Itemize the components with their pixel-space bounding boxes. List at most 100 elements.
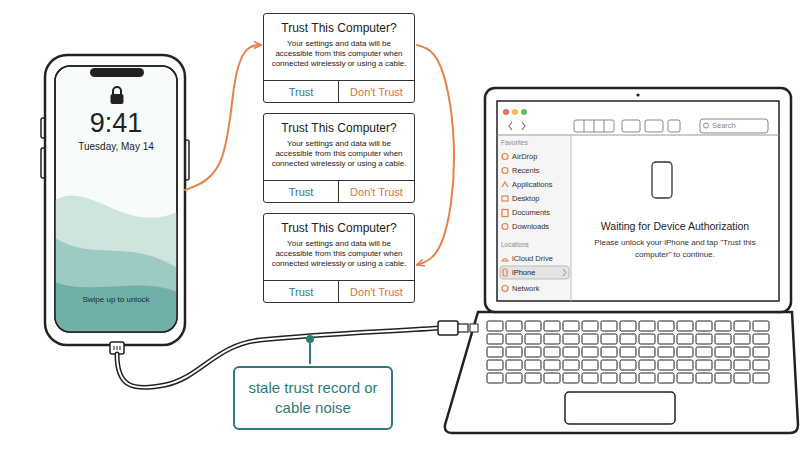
trust-button: Trust: [264, 180, 339, 202]
keyboard-key: [601, 360, 617, 370]
dialog-body: Your settings and data will be accessibl…: [270, 39, 408, 69]
sidebar-item: Downloads: [512, 222, 549, 231]
keyboard-key: [582, 334, 598, 344]
sidebar-item-selected: iPhone: [512, 268, 535, 277]
sidebar-item: AirDrop: [512, 152, 537, 161]
keyboard-key: [715, 334, 731, 344]
keyboard-key: [525, 347, 541, 357]
leader-line: [306, 335, 314, 364]
status-heading: Waiting for Device Authorization: [572, 220, 778, 232]
keyboard-key: [563, 347, 579, 357]
keyboard-key: [544, 360, 560, 370]
finder-main-pane: Waiting for Device AuthorizationPlease u…: [572, 136, 778, 300]
keyboard-key: [544, 334, 560, 344]
sidebar-item: Network: [512, 284, 540, 293]
keyboard-key: [487, 347, 503, 357]
keyboard-key: [506, 334, 522, 344]
keyboard-key: [639, 373, 655, 383]
date-text: Tuesday, May 14: [55, 141, 177, 152]
keyboard-key: [487, 360, 503, 370]
trust-dialog: Trust This Computer? Your settings and da…: [263, 213, 415, 303]
keyboard-key: [582, 360, 598, 370]
trust-dialog: Trust This Computer? Your settings and da…: [263, 13, 415, 103]
keyboard-key: [677, 360, 693, 370]
dialog-title: Trust This Computer?: [270, 221, 408, 236]
keyboard-key: [753, 373, 769, 383]
keyboard-key: [639, 347, 655, 357]
button-label: Don't Trust: [350, 186, 403, 198]
keyboard-key: [753, 360, 769, 370]
keyboard-key: [639, 321, 655, 331]
keyboard-key: [506, 347, 522, 357]
keyboard-key: [715, 347, 731, 357]
clock-time: 9:41: [55, 108, 177, 139]
keyboard-key: [601, 334, 617, 344]
keyboard-key: [753, 347, 769, 357]
unlock-hint: Swipe up to unlock: [55, 295, 177, 304]
keyboard-key: [544, 347, 560, 357]
keyboard-key: [582, 347, 598, 357]
keyboard-key: [734, 360, 750, 370]
keyboard-key: [734, 321, 750, 331]
keyboard-key: [696, 321, 712, 331]
dont-trust-button: Don't Trust: [339, 80, 414, 102]
keyboard-key: [753, 334, 769, 344]
trust-button: Trust: [264, 80, 339, 102]
keyboard-key: [658, 347, 674, 357]
keyboard-key: [734, 347, 750, 357]
dont-trust-button: Don't Trust: [339, 280, 414, 302]
keyboard-key: [487, 373, 503, 383]
keyboard-key: [525, 360, 541, 370]
keyboard-key: [734, 373, 750, 383]
keyboard-key: [715, 360, 731, 370]
keyboard-key: [506, 360, 522, 370]
keyboard-key: [601, 373, 617, 383]
keyboard-key: [563, 334, 579, 344]
dialog-body: Your settings and data will be accessibl…: [270, 239, 408, 269]
keyboard-key: [487, 321, 503, 331]
laptop: [445, 88, 798, 433]
button-label: Don't Trust: [350, 86, 403, 98]
keyboard-key: [696, 373, 712, 383]
phone: [41, 55, 189, 354]
keyboard-key: [734, 334, 750, 344]
keyboard-key: [601, 321, 617, 331]
callout-text: stale trust record or cable noise: [243, 378, 383, 418]
keyboard-key: [677, 373, 693, 383]
keyboard-key: [658, 321, 674, 331]
keyboard-key: [658, 373, 674, 383]
cycle-arrow: [185, 45, 261, 190]
keyboard-key: [658, 334, 674, 344]
search-placeholder: Search: [712, 121, 736, 130]
dont-trust-button: Don't Trust: [339, 180, 414, 202]
sidebar-item: Documents: [512, 208, 550, 217]
phone-lock-screen: 9:41Tuesday, May 14 Swipe up to unlock: [55, 66, 177, 332]
trust-button: Trust: [264, 280, 339, 302]
sidebar-item: Recents: [512, 166, 540, 175]
keyboard-key: [620, 373, 636, 383]
keyboard-key: [544, 373, 560, 383]
keyboard-key: [677, 321, 693, 331]
keyboard-key: [563, 360, 579, 370]
keyboard-key: [525, 373, 541, 383]
sidebar-item: iCloud Drive: [512, 254, 553, 263]
dialog-title: Trust This Computer?: [270, 21, 408, 36]
keyboard-key: [696, 334, 712, 344]
keyboard-key: [696, 347, 712, 357]
keyboard-key: [582, 373, 598, 383]
keyboard-key: [601, 347, 617, 357]
button-label: Trust: [289, 86, 314, 98]
keyboard-key: [715, 321, 731, 331]
keyboard-key: [639, 360, 655, 370]
callout-box: stale trust record or cable noise: [233, 366, 393, 430]
keyboard-key: [620, 347, 636, 357]
keyboard-key: [696, 360, 712, 370]
trust-dialog: Trust This Computer?Your settings and da…: [263, 113, 415, 203]
keyboard-key: [544, 321, 560, 331]
keyboard-key: [753, 321, 769, 331]
keyboard-key: [487, 334, 503, 344]
sidebar-section: Favorites: [501, 139, 528, 146]
sidebar-section: Locations: [501, 241, 529, 248]
keyboard-key: [582, 321, 598, 331]
dialog-body: Your settings and data will be accessibl…: [270, 139, 408, 169]
